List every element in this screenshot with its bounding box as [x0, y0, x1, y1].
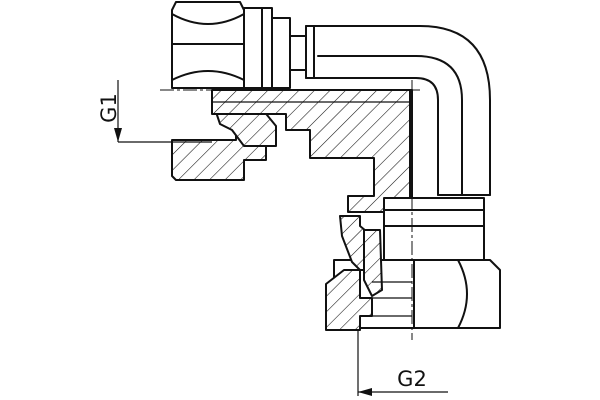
center-lines — [160, 80, 420, 340]
dimension-g1: G1 — [97, 80, 212, 143]
g2-arrow-icon — [358, 388, 372, 396]
elbow-body — [305, 25, 491, 196]
upper-swivel-nut — [171, 1, 307, 181]
g1-arrow-icon — [114, 128, 122, 142]
lower-swivel-nut — [325, 197, 501, 331]
g1-label: G1 — [97, 93, 121, 123]
dimension-g2: G2 — [357, 330, 448, 396]
g2-label: G2 — [397, 367, 427, 391]
